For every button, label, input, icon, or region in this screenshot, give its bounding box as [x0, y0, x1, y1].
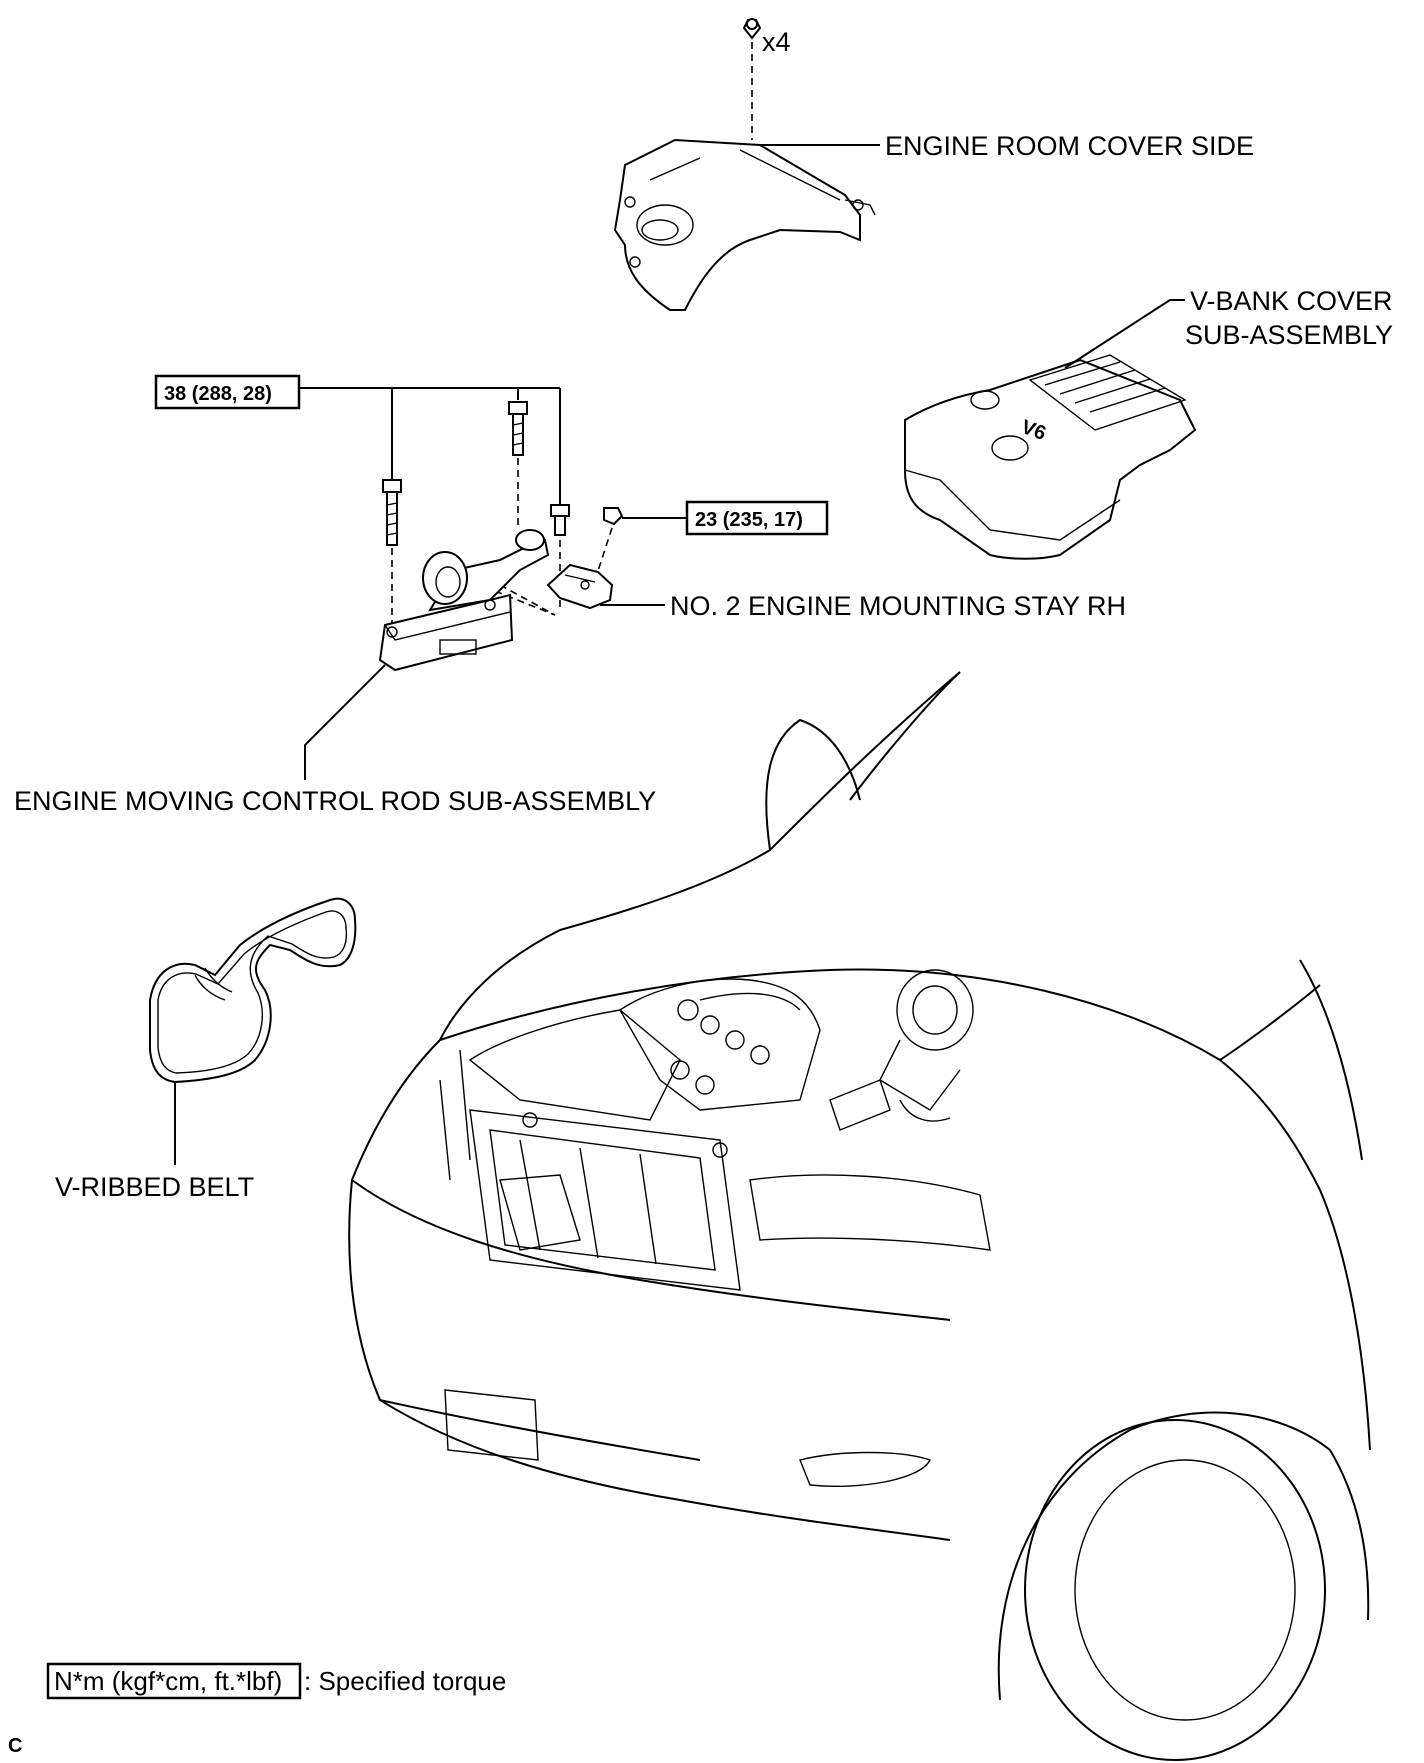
fastener-count-label: x4 [762, 27, 791, 57]
vehicle-front-illustration [348, 671, 1371, 1761]
engine-bay [439, 969, 974, 1251]
bolt-icon [550, 504, 570, 536]
bolt-icon [382, 479, 402, 546]
corner-code-label: C [8, 1735, 22, 1757]
legend-description-label: : Specified torque [304, 1666, 506, 1696]
torque-spec-38-label: 38 (288, 28) [164, 383, 272, 405]
legend-unit-box [46, 1662, 302, 1700]
v-ribbed-belt-part [149, 897, 357, 1084]
engine-room-cover-side-label: ENGINE ROOM COVER SIDE [885, 131, 1254, 161]
torque-box-38 [154, 374, 301, 410]
clip-fastener-icon [742, 18, 762, 40]
engine-moving-control-rod-label: ENGINE MOVING CONTROL ROD SUB-ASSEMBLY [14, 786, 656, 816]
legend-unit-label: N*m (kgf*cm, ft.*lbf) [54, 1666, 282, 1696]
no2-engine-mounting-stay-label: NO. 2 ENGINE MOUNTING STAY RH [670, 591, 1126, 621]
v-bank-cover-label-line1: V-BANK COVER [1190, 286, 1393, 316]
nut-icon [603, 507, 624, 526]
v-ribbed-belt-label: V-RIBBED BELT [55, 1172, 254, 1202]
no2-engine-mounting-stay-part [546, 563, 614, 610]
engine-moving-control-rod-part [378, 529, 550, 672]
v-bank-cover-label-line2: SUB-ASSEMBLY [1185, 320, 1393, 350]
engine-room-cover-side-part [613, 138, 876, 311]
bolt-icon [508, 401, 528, 456]
v-bank-cover-part: V6 [904, 354, 1197, 560]
torque-spec-23-label: 23 (235, 17) [695, 509, 803, 531]
torque-box-23 [685, 500, 829, 536]
